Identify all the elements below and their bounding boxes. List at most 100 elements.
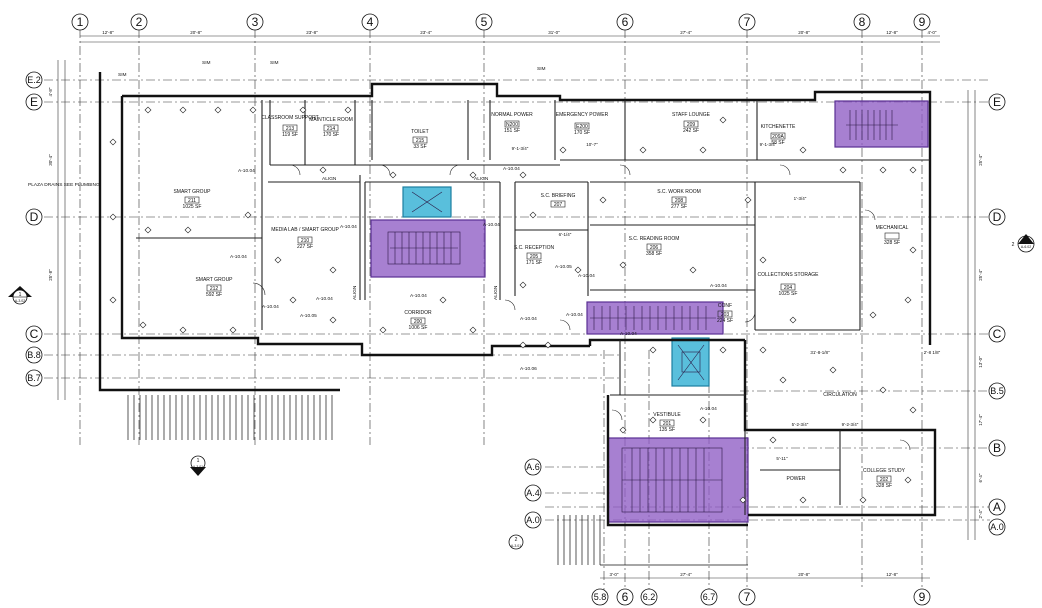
detail-reference: A-10.06 [520,366,537,372]
grid-label: 5 [481,15,488,29]
dimension-label: 25'-4" [978,154,983,166]
room-name: COLLECTIONS STORAGE [757,272,819,278]
dimension-label: 20'-8" [798,30,810,35]
grid-label: 7 [744,15,751,29]
dimension-label: 9'-1-3/4" [760,142,777,147]
grid-bubble-labels: 1 2 3 4 5 6 7 8 9 E.2 E D C B.8 B.7 E D … [27,15,1004,604]
dimension-label: 5'-11" [776,456,788,461]
room-number: 205 [530,254,539,260]
detail-reference: A-10.04 [483,222,500,228]
section-sheet: A-3.01 [193,465,203,469]
dimension-label: 23'-8" [306,30,318,35]
grid-label: 8 [859,15,866,29]
grid-label: 9 [919,590,926,604]
room-number: 202 [880,477,889,483]
dimension-label: 20'-8" [798,572,810,577]
room-number: N200 [506,122,518,128]
section-markers: 1 A-3.02 A-6.02 2 1 A-3.01 2 A-3.01 [8,234,1035,550]
detail-reference: A-10.04 [578,273,595,279]
detail-reference: A-10.04 [238,168,255,174]
grid-label: B.8 [27,350,41,360]
dimension-label: 6'-4" [978,473,983,482]
room-area: 224 SF [717,318,733,324]
room-name: VESTIBULE [653,412,681,418]
align-note: ALIGN [474,176,489,182]
room-name: TOILET [411,129,428,135]
grid-label: A.0 [526,515,540,525]
align-note: ALIGN [493,285,499,300]
room-name: SMART GROUP [173,189,211,195]
grid-label: B.7 [27,373,41,383]
grid-bubble [25,71,43,89]
section-sheet: A-6.02 [1021,245,1031,249]
section-sheet: A-3.02 [15,299,25,303]
room-name: EMERGENCY POWER [556,112,609,118]
plaza-drains-note: PLAZA DRAINS SEE PLUMBING [28,182,100,188]
room-number: 208 [675,198,684,204]
detail-reference: A-10.04 [230,254,247,260]
grid-label: E.2 [27,75,41,85]
dimension-label: 25'-4" [978,269,983,281]
exterior-steps [127,395,748,566]
detail-reference: A-10.04 [503,166,520,172]
grid-label: 6 [622,15,629,29]
grid-label: 5.8 [594,592,607,602]
room-name: NORMAL POWER [491,112,533,118]
dimension-label: 30'-4" [48,154,53,166]
room-name: POWER [787,476,806,482]
room-name: S.C. RECEPTION [514,245,555,251]
grid-label: 7 [744,590,751,604]
room-name: KITCHENETTE [761,124,796,130]
room-number: 203 [721,312,730,318]
room-number: E200 [576,124,588,130]
room-name: CONF [718,303,732,309]
grid-bubbles [25,13,1006,606]
grid-bubble [988,93,1006,111]
grid-bubble [25,93,43,111]
dimension-label: 3'-0" [610,572,619,577]
grid-bubble [25,369,43,387]
detail-reference: A-10.04 [340,224,357,230]
section-number: 2 [515,537,518,543]
dimension-label: 9'-1-3/4" [512,146,529,151]
room-name: MAINT/CLE ROOM [309,117,353,123]
exterior-walls [98,72,937,527]
room-name: CIRCULATION [823,392,857,398]
dimension-label: 12'-8" [886,572,898,577]
stair-highlight-northeast [834,100,929,148]
detail-reference: A-10.04 [316,296,333,302]
room-name: CLASSROOM SUPPORT [261,115,318,121]
stair-highlight-central [370,219,486,278]
grid-label: 9 [919,15,926,29]
room-area: 119 SF [282,132,298,138]
sim-note: SIM [270,60,279,66]
grid-label: B [993,441,1001,455]
align-note: ALIGN [322,176,337,182]
grid-bubble [988,518,1006,536]
grid-bubble [361,13,379,31]
door-swings [252,164,911,451]
grid-label: 3 [252,15,259,29]
grid-bubble [25,346,43,364]
dimension-label: 13'-0" [978,356,983,368]
grid-bubble [71,13,89,31]
room-number: 207 [554,202,563,208]
room-tag-boxes [184,120,900,483]
grid-label: D [993,210,1002,224]
annotations: PLAZA DRAINS SEE PLUMBING ALIGN ALIGN AL… [28,60,727,412]
grid-label: C [993,327,1002,341]
dimension-label: 4'-0" [928,30,937,35]
grid-label: C [30,327,39,341]
room-number: 206 [650,245,659,251]
dimension-label: 9'-2-3/4" [842,422,859,427]
room-area: 328 SF [876,483,892,489]
room-area: 33 SF [413,144,426,150]
room-name: SMART GROUP [195,277,233,283]
align-note: ALIGN [352,285,358,300]
grid-label: 2 [136,15,143,29]
room-number: 209 [687,122,696,128]
room-area: 592 SF [206,292,222,298]
detail-reference: A-10.04 [700,406,717,412]
dimension-label: 4'-8" [48,87,53,96]
